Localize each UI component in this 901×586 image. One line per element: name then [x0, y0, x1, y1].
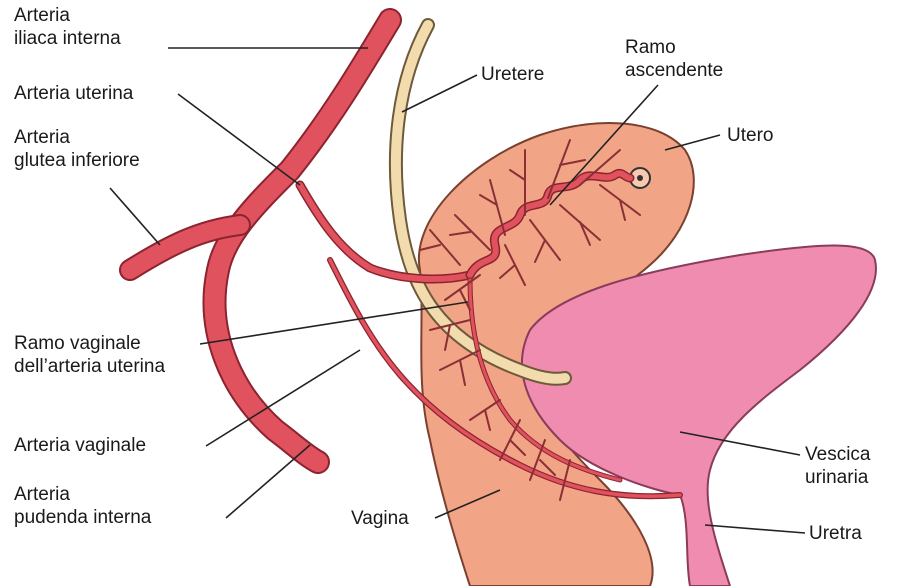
- label-arteria-uterina: Arteria uterina: [14, 82, 133, 105]
- label-vescica-urinaria: Vescica urinaria: [805, 443, 870, 489]
- label-arteria-pudenda-interna: Arteria pudenda interna: [14, 483, 151, 529]
- label-uretere: Uretere: [481, 63, 544, 86]
- label-arteria-vaginale: Arteria vaginale: [14, 434, 146, 457]
- label-arteria-iliaca-interna: Arteria iliaca interna: [14, 4, 121, 50]
- internal-iliac-artery: [130, 20, 390, 462]
- label-utero: Utero: [727, 124, 773, 147]
- label-arteria-glutea-inferiore: Arteria glutea inferiore: [14, 126, 140, 172]
- label-ramo-vaginale: Ramo vaginale dell’arteria uterina: [14, 332, 165, 378]
- label-ramo-ascendente: Ramo ascendente: [625, 36, 723, 82]
- label-vagina: Vagina: [351, 507, 409, 530]
- label-uretra: Uretra: [809, 522, 862, 545]
- os-dot: [637, 175, 643, 181]
